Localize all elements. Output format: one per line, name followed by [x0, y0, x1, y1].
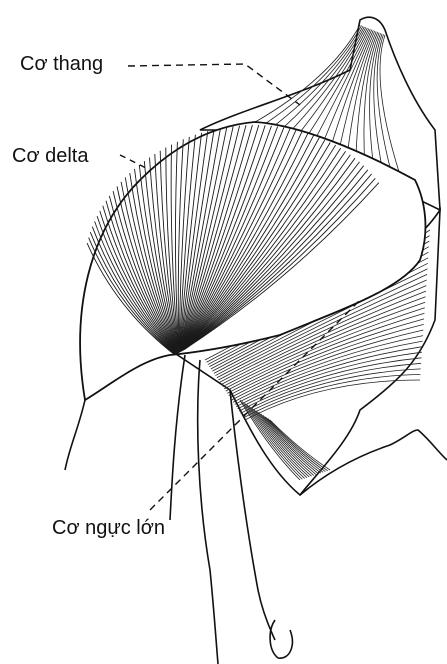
- trapezius-label: Cơ thang: [20, 54, 103, 74]
- deltoid-label: Cơ delta: [12, 146, 88, 166]
- pectoralis-label: Cơ ngực lớn: [52, 518, 165, 538]
- deltoid-leader: [120, 155, 150, 170]
- trapezius-leader: [128, 64, 300, 105]
